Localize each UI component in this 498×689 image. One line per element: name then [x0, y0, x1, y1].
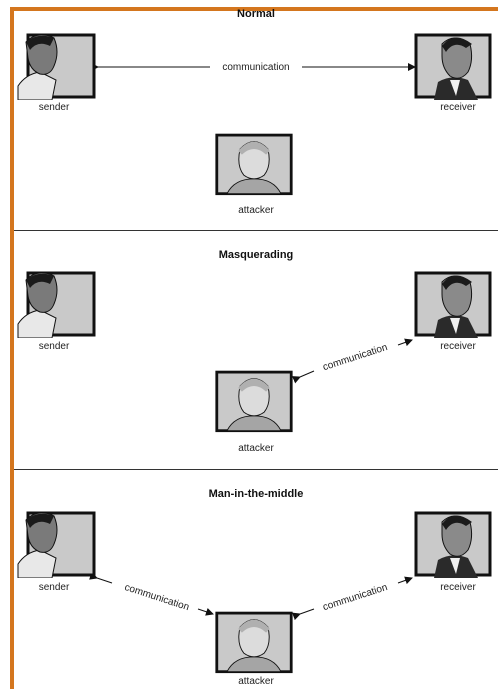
- mitm-link-label-right: communication: [322, 582, 389, 613]
- sender-label: sender: [39, 102, 70, 113]
- attacker-portrait: [214, 365, 294, 435]
- receiver-portrait: [414, 508, 494, 578]
- attacker-portrait: [214, 128, 294, 198]
- mitm-link-line-right-a: [300, 609, 314, 614]
- attacker-label: attacker: [238, 443, 274, 454]
- receiver-label: receiver: [440, 341, 476, 352]
- masq-link-label: communication: [322, 342, 389, 373]
- mitm-link-line-left-a: [97, 578, 112, 583]
- attacker-portrait: [214, 606, 294, 676]
- receiver-portrait: [414, 268, 494, 338]
- receiver-label: receiver: [440, 102, 476, 113]
- masq-link-line-right: [398, 340, 412, 345]
- masq-link-line-left: [300, 371, 314, 377]
- sender-label: sender: [39, 582, 70, 593]
- sender-label: sender: [39, 341, 70, 352]
- sender-portrait: [16, 268, 96, 338]
- receiver-label: receiver: [440, 582, 476, 593]
- attacker-label: attacker: [238, 676, 274, 687]
- mitm-link-label-left: communication: [123, 582, 190, 613]
- receiver-portrait: [414, 30, 494, 100]
- mitm-link-line-right-b: [398, 578, 412, 583]
- mitm-link-line-left-b: [198, 609, 213, 614]
- sender-portrait: [16, 508, 96, 578]
- attacker-label: attacker: [238, 205, 274, 216]
- sender-portrait: [16, 30, 96, 100]
- normal-link-label: communication: [222, 62, 289, 73]
